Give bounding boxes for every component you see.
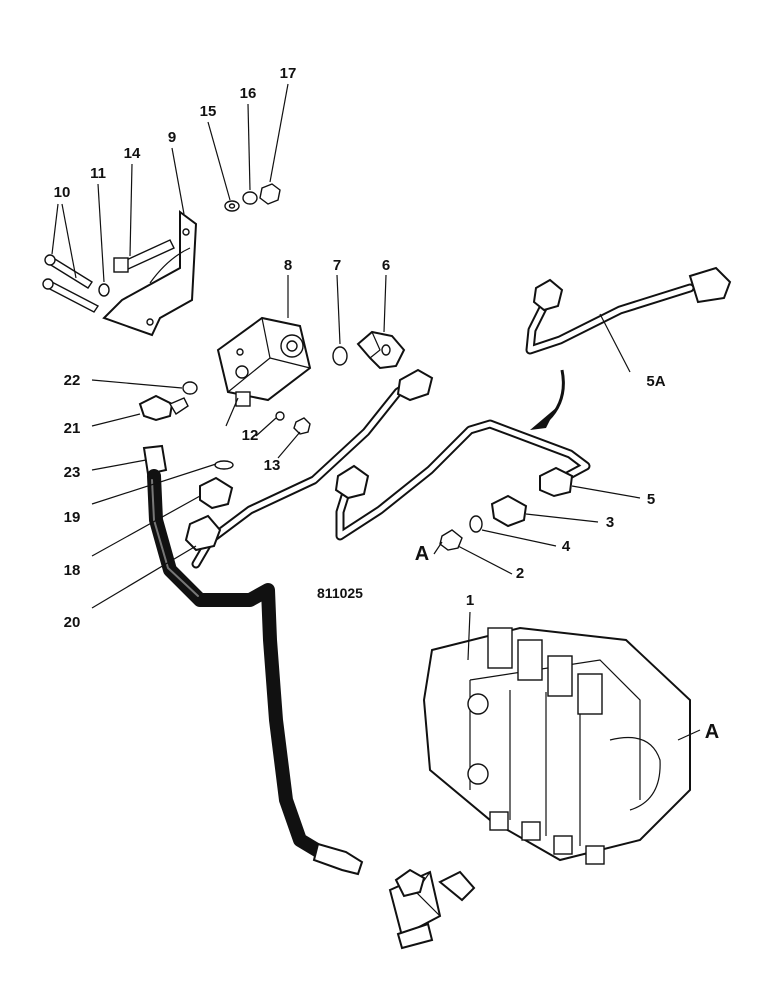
callout-labels: 1 2 3 4 5 5A 6 7 8 9 10 11 12 13 14 15 1… bbox=[54, 65, 666, 631]
callout-4: 4 bbox=[562, 538, 571, 555]
tee-adapter bbox=[388, 868, 476, 950]
callout-18: 18 bbox=[64, 562, 81, 579]
elbow-fitting-small bbox=[138, 394, 189, 422]
callout-17: 17 bbox=[280, 65, 297, 82]
control-valve-block bbox=[422, 626, 691, 865]
flexible-hose bbox=[147, 469, 364, 876]
callout-15: 15 bbox=[200, 103, 217, 120]
drawing-reference-number: 811025 bbox=[317, 585, 363, 601]
section-marker-right: A bbox=[705, 721, 719, 743]
callout-6: 6 bbox=[382, 257, 390, 274]
washers-and-nuts bbox=[98, 183, 281, 297]
pipe-assembly-center bbox=[334, 419, 591, 541]
valve-body bbox=[216, 316, 312, 407]
callout-2: 2 bbox=[516, 565, 524, 582]
bolts bbox=[42, 239, 175, 313]
pipe-5a bbox=[525, 266, 732, 355]
callout-20: 20 bbox=[64, 614, 81, 631]
callout-10: 10 bbox=[54, 184, 71, 201]
callout-21: 21 bbox=[64, 420, 81, 437]
pipe-assembly-left bbox=[184, 368, 434, 569]
callout-3: 3 bbox=[606, 514, 614, 531]
elbow-fitting bbox=[356, 330, 406, 370]
adapter-and-plug bbox=[439, 494, 528, 551]
callout-5a: 5A bbox=[646, 373, 665, 390]
callout-12: 12 bbox=[242, 427, 259, 444]
callout-11: 11 bbox=[90, 165, 106, 182]
mounting-bracket bbox=[102, 210, 198, 337]
callout-16: 16 bbox=[240, 85, 257, 102]
leader-lines bbox=[51, 83, 701, 741]
callout-1: 1 bbox=[466, 592, 474, 609]
callout-8: 8 bbox=[284, 257, 292, 274]
curved-arrow-icon bbox=[530, 369, 565, 430]
hose-fittings bbox=[142, 444, 234, 510]
section-marker-left: A bbox=[415, 543, 429, 565]
callout-14: 14 bbox=[124, 145, 141, 162]
callout-5: 5 bbox=[647, 491, 655, 508]
callout-7: 7 bbox=[333, 257, 341, 274]
seals-and-small-fittings bbox=[182, 346, 348, 470]
callout-9: 9 bbox=[168, 129, 176, 146]
callout-22: 22 bbox=[64, 372, 81, 389]
callout-23: 23 bbox=[64, 464, 81, 481]
callout-13: 13 bbox=[264, 457, 281, 474]
callout-19: 19 bbox=[64, 509, 81, 526]
